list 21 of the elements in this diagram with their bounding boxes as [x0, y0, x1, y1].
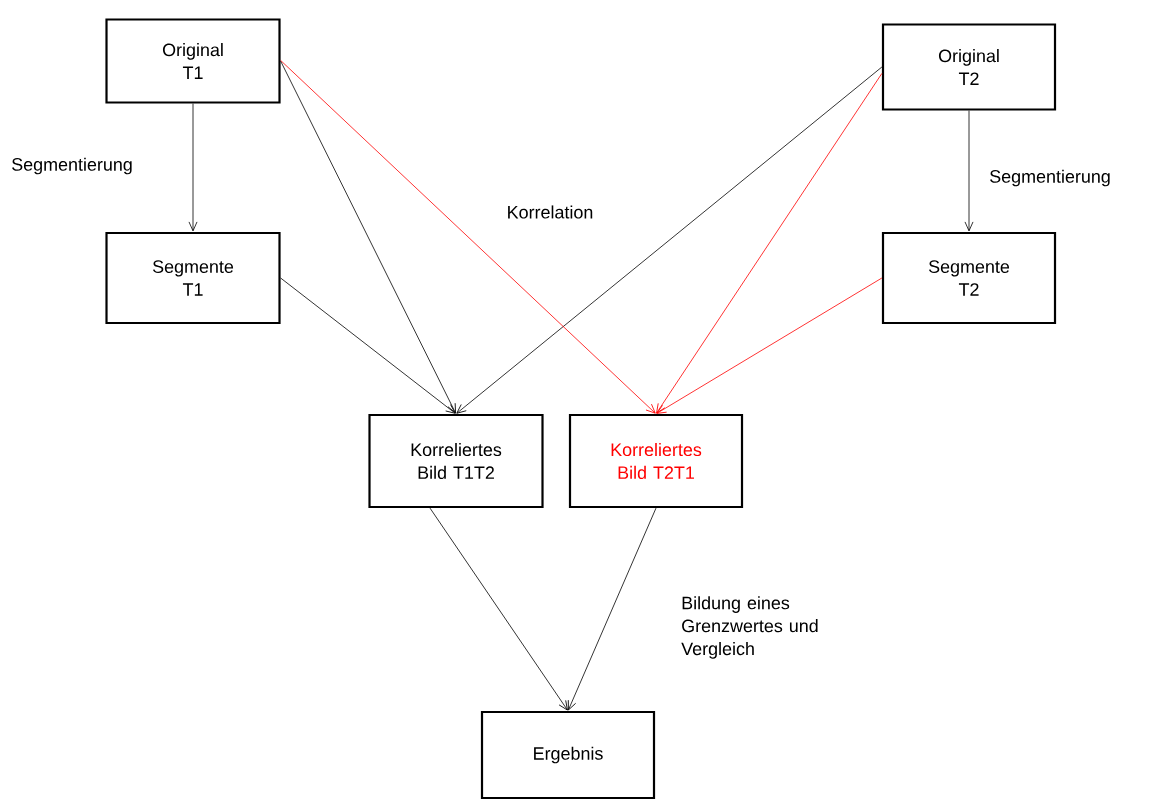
process-box: Segmente T2 — [881, 231, 1057, 325]
arrow — [456, 66, 883, 414]
arrow — [656, 73, 883, 414]
annotation-label: Bildung eines Grenzwertes und Vergleich — [681, 596, 818, 659]
arrow — [656, 277, 883, 414]
process-box: Korreliertes Bild T1T2 — [368, 413, 544, 509]
arrow — [567, 507, 657, 711]
arrow — [188, 103, 198, 232]
annotation-label: Korrelation — [508, 205, 593, 219]
arrow — [964, 110, 974, 232]
edge-label: Segmentierung — [990, 169, 1110, 187]
process-box: Original T2 — [881, 23, 1057, 111]
process-box: Segmente T1 — [105, 231, 281, 325]
arrow — [280, 60, 456, 414]
arrow — [429, 507, 568, 711]
process-box: Korreliertes Bild T2T1 — [568, 413, 744, 509]
arrow — [280, 277, 456, 414]
arrow — [280, 60, 656, 414]
process-box: Original T1 — [105, 18, 281, 104]
process-box: Ergebnis — [480, 710, 656, 800]
edge-label: Segmentierung — [12, 157, 132, 175]
